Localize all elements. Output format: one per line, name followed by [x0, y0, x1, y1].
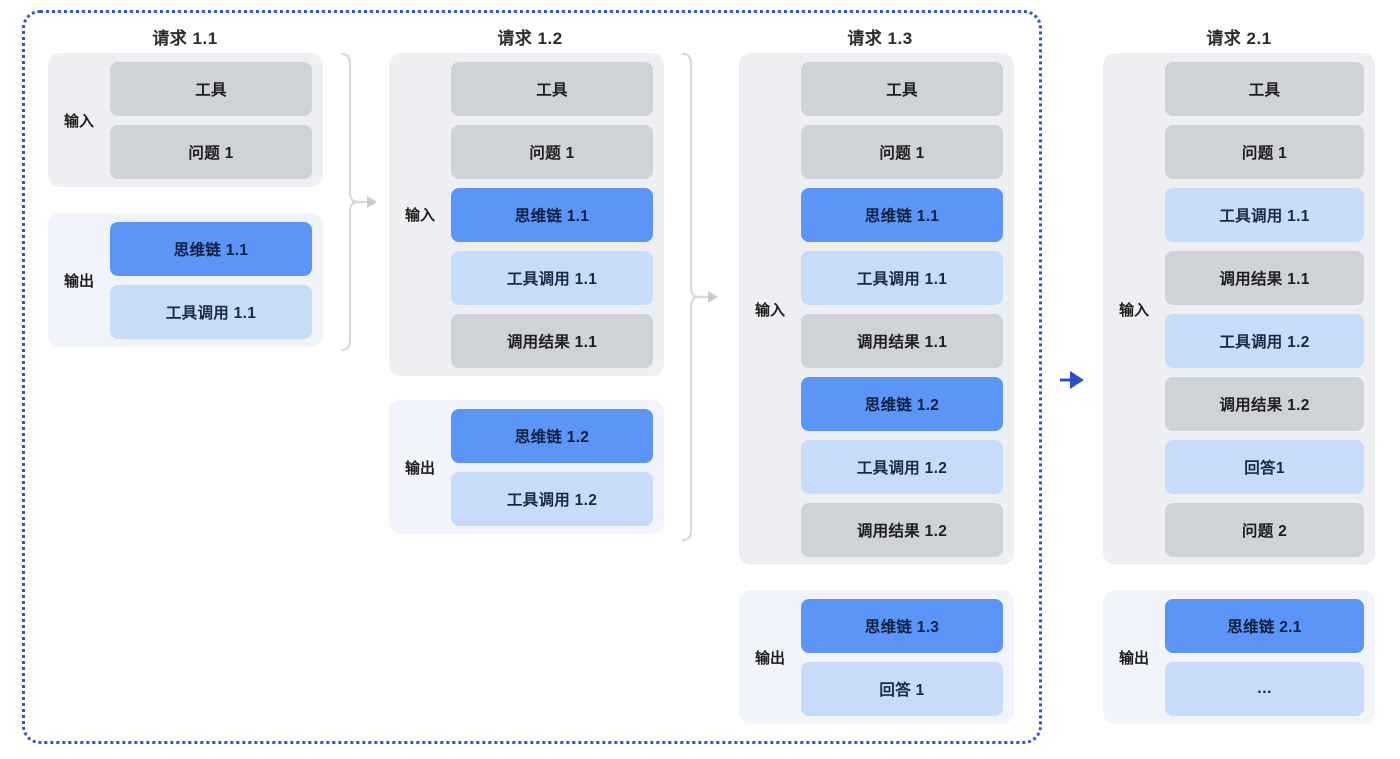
- chip-item[interactable]: 思维链 1.2: [801, 376, 1003, 431]
- section-input: 输入 工具 问题 1 思维链 1.1 工具调用 1.1 调用结果 1.1: [389, 53, 664, 376]
- section-output: 输出 思维链 2.1 …: [1103, 590, 1375, 724]
- chip-item[interactable]: 问题 1: [110, 124, 312, 179]
- chip-item[interactable]: 工具调用 1.1: [1165, 187, 1364, 242]
- chip-item[interactable]: 思维链 1.3: [801, 598, 1003, 653]
- chip-item[interactable]: 回答 1: [801, 661, 1003, 716]
- section-output: 输出 思维链 1.3 回答 1: [739, 590, 1014, 724]
- chip-item[interactable]: 思维链 1.2: [451, 408, 653, 463]
- section-label-input: 输入: [404, 207, 435, 224]
- session-boundary-frame: [22, 10, 1042, 744]
- section-input: 输入 工具 问题 1: [48, 53, 323, 187]
- section-input: 输入 工具 问题 1 工具调用 1.1 调用结果 1.1 工具调用 1.2 调用…: [1103, 53, 1375, 565]
- connector-brace-request-1-2: [679, 52, 725, 542]
- chip-item[interactable]: 工具: [110, 61, 312, 116]
- chip-item[interactable]: 工具调用 1.1: [451, 250, 653, 305]
- section-label-input: 输入: [63, 112, 94, 130]
- section-label-output: 输出: [63, 272, 94, 290]
- chip-item[interactable]: 工具调用 1.1: [801, 250, 1003, 305]
- column-title: 请求 2.1: [1206, 29, 1272, 48]
- chip-item[interactable]: 工具: [801, 61, 1003, 116]
- chip-item[interactable]: 思维链 1.1: [801, 187, 1003, 242]
- chip-item[interactable]: 调用结果 1.2: [801, 502, 1003, 557]
- chip-item[interactable]: 调用结果 1.2: [1165, 376, 1364, 431]
- section-label-input: 输入: [754, 301, 785, 319]
- column-request-2-1: 请求 2.1 输入 工具 问题 1 工具调用 1.1 调用结果 1.1 工具调用…: [1099, 0, 1379, 759]
- chip-item[interactable]: 问题 1: [451, 124, 653, 179]
- section-input: 输入 工具 问题 1 思维链 1.1 工具调用 1.1 调用结果 1.1 思维链…: [739, 53, 1014, 565]
- chip-item[interactable]: 问题 2: [1165, 502, 1364, 557]
- column-title: 请求 1.2: [497, 29, 563, 48]
- column-request-1-1: 请求 1.1 输入 工具 问题 1 输出 思维链 1.1 工具调用 1.1: [40, 0, 330, 759]
- chip-item[interactable]: 调用结果 1.1: [1165, 250, 1364, 305]
- chip-item[interactable]: 思维链 1.1: [451, 187, 653, 242]
- chip-item[interactable]: 工具: [1165, 61, 1364, 116]
- column-request-1-2: 请求 1.2 输入 工具 问题 1 思维链 1.1 工具调用 1.1 调用结果 …: [385, 0, 675, 759]
- section-items: 思维链 2.1 …: [1165, 590, 1375, 725]
- chip-item[interactable]: 工具调用 1.1: [110, 284, 312, 339]
- section-label-output: 输出: [1118, 649, 1149, 667]
- column-title: 请求 1.3: [847, 29, 913, 48]
- column-request-1-3: 请求 1.3 输入 工具 问题 1 思维链 1.1 工具调用 1.1 调用结果 …: [735, 0, 1025, 759]
- section-label-input: 输入: [1118, 301, 1149, 319]
- chip-item[interactable]: 工具: [451, 61, 653, 116]
- chip-item[interactable]: 工具调用 1.2: [801, 439, 1003, 494]
- chip-item[interactable]: 调用结果 1.1: [801, 313, 1003, 368]
- section-output: 输出 思维链 1.2 工具调用 1.2: [389, 400, 664, 534]
- chip-item[interactable]: 思维链 1.1: [110, 221, 312, 276]
- chip-item[interactable]: 思维链 2.1: [1165, 598, 1364, 653]
- section-items: 思维链 1.1 工具调用 1.1: [110, 213, 323, 348]
- column-title: 请求 1.1: [152, 29, 218, 48]
- chip-item[interactable]: 工具调用 1.2: [1165, 313, 1364, 368]
- chip-item[interactable]: 问题 1: [801, 124, 1003, 179]
- session-to-next-arrow-icon: [1050, 365, 1086, 400]
- section-items: 思维链 1.2 工具调用 1.2: [451, 400, 664, 535]
- chip-item[interactable]: 工具调用 1.2: [451, 471, 653, 526]
- section-items: 工具 问题 1: [110, 53, 323, 188]
- chip-item[interactable]: 回答1: [1165, 439, 1364, 494]
- section-items: 工具 问题 1 工具调用 1.1 调用结果 1.1 工具调用 1.2 调用结果 …: [1165, 53, 1375, 566]
- section-output: 输出 思维链 1.1 工具调用 1.1: [48, 213, 323, 347]
- chip-item[interactable]: 调用结果 1.1: [451, 313, 653, 368]
- chip-item[interactable]: …: [1165, 661, 1364, 716]
- connector-brace-request-1-1: [338, 52, 384, 352]
- section-items: 思维链 1.3 回答 1: [801, 590, 1014, 725]
- section-items: 工具 问题 1 思维链 1.1 工具调用 1.1 调用结果 1.1: [451, 53, 664, 377]
- section-items: 工具 问题 1 思维链 1.1 工具调用 1.1 调用结果 1.1 思维链 1.…: [801, 53, 1014, 566]
- chip-item[interactable]: 问题 1: [1165, 124, 1364, 179]
- section-label-output: 输出: [404, 459, 435, 477]
- section-label-output: 输出: [754, 649, 785, 667]
